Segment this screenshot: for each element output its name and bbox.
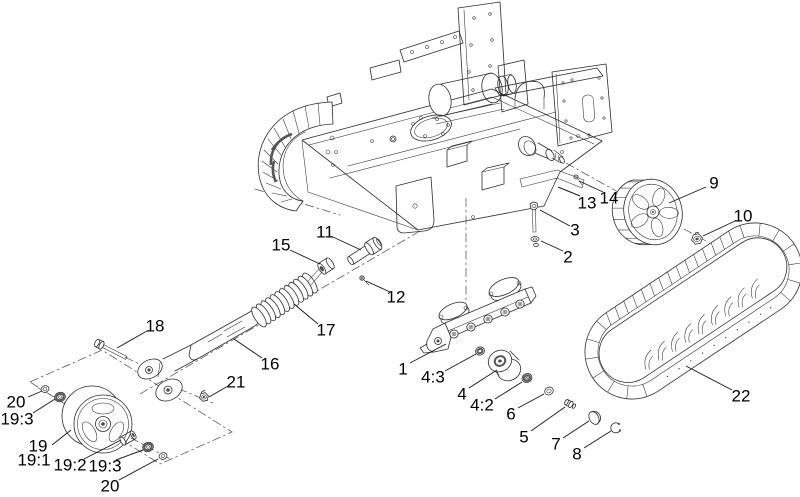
washer-20-bottom bbox=[158, 452, 168, 461]
idler-wheel bbox=[62, 386, 132, 453]
callout-19-2: 19:2 bbox=[53, 455, 87, 475]
callout-1: 1 bbox=[398, 359, 408, 379]
callout-leaders bbox=[28, 181, 735, 480]
tension-fork bbox=[134, 310, 260, 405]
washer-20-left bbox=[40, 385, 50, 394]
screw-14 bbox=[574, 175, 582, 185]
adjustment-nut-15 bbox=[316, 257, 336, 276]
track-roller-group bbox=[420, 274, 621, 433]
callout-18: 18 bbox=[145, 316, 165, 336]
screw-12 bbox=[360, 276, 369, 285]
retaining-ring-8 bbox=[611, 423, 621, 433]
callout-19-3-left: 19:3 bbox=[0, 409, 34, 429]
callout-21: 21 bbox=[226, 372, 246, 392]
callout-11: 11 bbox=[316, 222, 334, 242]
callout-7: 7 bbox=[551, 434, 561, 454]
callout-14: 14 bbox=[599, 188, 619, 208]
tower-holes bbox=[468, 13, 494, 92]
callout-16: 16 bbox=[260, 354, 280, 374]
bolt-3 bbox=[530, 202, 538, 232]
track-edge-dots bbox=[666, 306, 772, 378]
callout-13: 13 bbox=[577, 193, 597, 213]
callout-10: 10 bbox=[733, 206, 753, 226]
sprocket-spoke-cutouts bbox=[622, 182, 685, 243]
callout-17: 17 bbox=[316, 320, 336, 340]
callout-6: 6 bbox=[506, 404, 516, 424]
bracket-holes bbox=[411, 36, 457, 54]
bolt-18 bbox=[93, 338, 128, 362]
callout-5: 5 bbox=[519, 427, 529, 447]
callout-3: 3 bbox=[570, 220, 580, 240]
sprocket-rim-windows bbox=[605, 179, 656, 254]
hex-nut-10 bbox=[690, 232, 703, 245]
callout-9: 9 bbox=[709, 173, 719, 193]
callout-20-bottom: 20 bbox=[100, 476, 120, 496]
roller-bracket-1 bbox=[420, 274, 536, 353]
ring-4-2 bbox=[521, 372, 534, 384]
drive-shaft bbox=[515, 133, 565, 164]
spacer-19-2 bbox=[119, 430, 138, 446]
callout-8: 8 bbox=[572, 444, 582, 464]
callout-19-1: 19:1 bbox=[17, 450, 51, 470]
tension-spring bbox=[249, 271, 320, 329]
hydraulic-motor bbox=[426, 71, 517, 124]
washer-nut-2 bbox=[531, 236, 539, 246]
callout-19: 19 bbox=[28, 436, 48, 456]
pivot-pin-11 bbox=[345, 236, 384, 268]
callout-4-3: 4:3 bbox=[421, 367, 445, 387]
track-tensioner bbox=[93, 236, 384, 406]
left-track-segment bbox=[258, 102, 333, 211]
cap-7 bbox=[587, 409, 603, 426]
callout-12: 12 bbox=[386, 287, 406, 307]
idler-wheel-group bbox=[40, 385, 168, 461]
track-tread-bars bbox=[567, 205, 800, 416]
plate-holes bbox=[562, 77, 605, 139]
callout-19-3-right: 19:3 bbox=[88, 456, 122, 476]
hex-nut-21 bbox=[198, 390, 209, 402]
grease-fitting-5 bbox=[564, 398, 577, 409]
bearing-19-3-right bbox=[141, 441, 154, 453]
round-cover-plate bbox=[390, 110, 455, 145]
bearing-19-3-left bbox=[53, 391, 66, 403]
washer-6 bbox=[543, 386, 554, 397]
roller-4 bbox=[484, 346, 524, 385]
callout-20-left: 20 bbox=[6, 392, 26, 412]
callout-22: 22 bbox=[731, 386, 751, 406]
callout-2: 2 bbox=[563, 247, 573, 267]
drive-sprocket bbox=[605, 170, 690, 255]
callout-4-2: 4:2 bbox=[470, 395, 494, 415]
rubber-track bbox=[567, 205, 800, 417]
callout-4: 4 bbox=[457, 384, 467, 404]
track-inner-lugs bbox=[639, 279, 766, 371]
callout-15: 15 bbox=[271, 235, 291, 255]
ring-4-3 bbox=[474, 345, 486, 356]
bracket-bushings bbox=[449, 299, 526, 339]
deck-holes bbox=[326, 135, 579, 219]
carrier-frame-assembly bbox=[302, 2, 612, 233]
